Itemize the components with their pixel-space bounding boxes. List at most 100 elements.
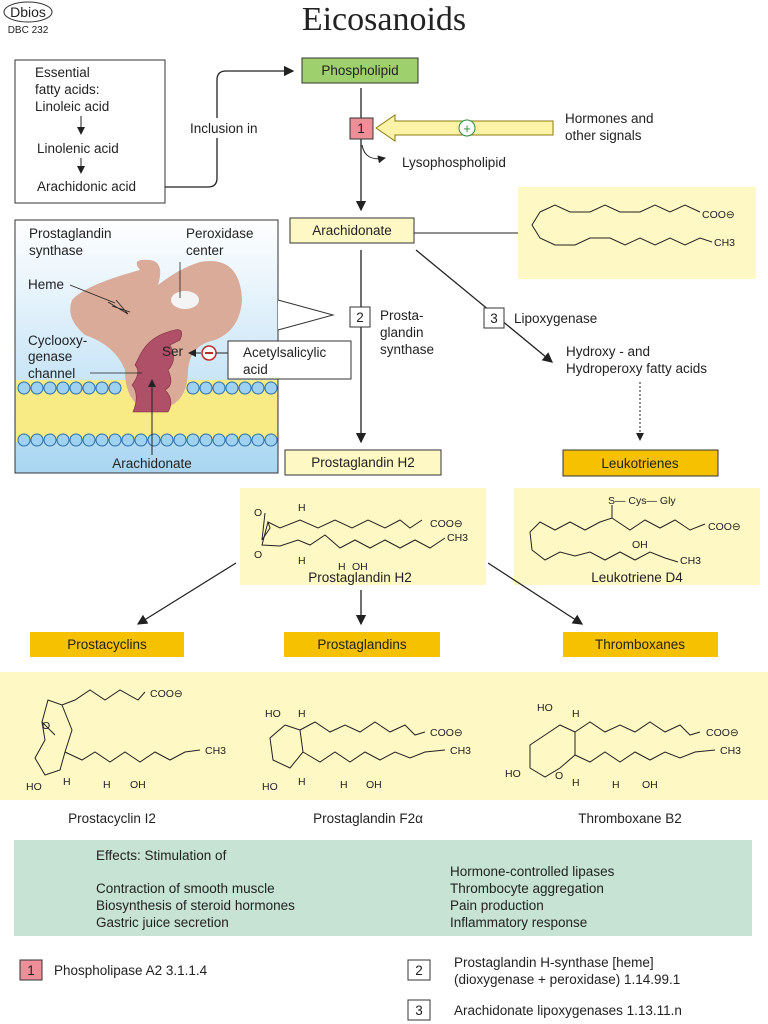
- coo-label: COO⊖: [702, 209, 735, 221]
- pgi2-caption: Prostacyclin I2: [68, 811, 156, 826]
- prostaglandins-label: Prostaglandins: [317, 637, 407, 652]
- pgh2-structure: O O H H H OH COO⊖ CH3 Prostaglandin H2: [240, 488, 486, 585]
- channel-label: Cyclooxy-: [28, 333, 87, 348]
- pgf2a-structure: HO H COO⊖ CH3 HO H H OH Prostaglandin F2…: [262, 708, 471, 826]
- step-2-label: Prosta-: [380, 308, 424, 323]
- step-2-number: 2: [356, 310, 364, 325]
- logo-code: DBC 232: [8, 25, 49, 36]
- lysophospholipid-label: Lysophospholipid: [402, 155, 506, 170]
- oh-label: OH: [632, 539, 648, 551]
- peroxidase-label: Peroxidase: [186, 226, 254, 241]
- inclusion-label: Inclusion in: [190, 121, 258, 136]
- hormones-label: Hormones and: [565, 111, 654, 126]
- thromboxanes-box: [563, 632, 718, 657]
- coo-label: COO⊖: [706, 727, 739, 739]
- channel-label: genase: [28, 349, 72, 364]
- essential-line: fatty acids:: [35, 82, 100, 97]
- ch3-label: CH3: [680, 555, 701, 567]
- o-label: O: [42, 720, 50, 732]
- step-2-label: synthase: [380, 342, 434, 357]
- ho-label: HO: [265, 708, 281, 720]
- ch3-label: CH3: [447, 532, 468, 544]
- aspirin-box: [227, 340, 352, 380]
- h-label: H: [298, 555, 306, 567]
- lyso-arrow: [361, 144, 386, 164]
- enzyme-title: synthase: [29, 243, 83, 258]
- s-cys-gly-label: S— Cys— Gly: [608, 495, 676, 507]
- structures-panel: [0, 672, 768, 800]
- linoleic-acid: Linoleic acid: [35, 99, 109, 114]
- legend-text: Phospholipase A2 3.1.1.4: [54, 963, 208, 978]
- ho-label: HO: [537, 702, 553, 714]
- step-1-badge: [349, 117, 374, 140]
- legend-number: 1: [27, 963, 35, 978]
- ho-label: HO: [505, 768, 521, 780]
- effect-item: Gastric juice secretion: [96, 915, 229, 930]
- pgf2a-caption: Prostaglandin F2α: [313, 811, 423, 826]
- oh-label: OH: [642, 779, 658, 791]
- o-label: O: [254, 507, 262, 519]
- txb2-structure: HO H COO⊖ CH3 HO O H H OH Thromboxane B2: [505, 702, 741, 826]
- txb2-caption: Thromboxane B2: [578, 811, 682, 826]
- h-label: H: [298, 708, 306, 720]
- legend-text: Prostaglandin H-synthase [heme]: [454, 955, 654, 970]
- step-3-arrow: [415, 249, 554, 363]
- ch3-label: CH3: [714, 237, 735, 249]
- effect-item: Biosynthesis of steroid hormones: [96, 898, 295, 913]
- h-label: H: [612, 779, 620, 791]
- arachidonate-structure: COO⊖ CH3: [518, 187, 756, 279]
- effect-item: Inflammatory response: [450, 915, 587, 930]
- logo-name: Dbios: [10, 4, 46, 20]
- arachidonate-box: [289, 217, 415, 244]
- heme-icon: [107, 299, 131, 315]
- step-2-label: glandin: [380, 325, 424, 340]
- enzyme-legend: 1 Phospholipase A2 3.1.1.4 2 Prostagland…: [19, 955, 682, 1021]
- legend-text: Arachidonate lipoxygenases 1.13.11.n: [454, 1003, 682, 1018]
- effects-heading: Effects: Stimulation of: [96, 848, 227, 863]
- coo-label: COO⊖: [430, 727, 463, 739]
- legend-number: 2: [415, 963, 423, 978]
- step-3-badge: [483, 307, 505, 329]
- arachidonic-acid: Arachidonic acid: [37, 179, 136, 194]
- leukotrienes-box: [562, 449, 719, 477]
- h-label: H: [572, 708, 580, 720]
- ch3-label: CH3: [205, 745, 226, 757]
- peroxidase-label: center: [186, 243, 224, 258]
- membrane-arachidonate-label: Arachidonate: [112, 456, 192, 471]
- coo-label: COO⊖: [150, 688, 183, 700]
- step-3-number: 3: [490, 311, 498, 326]
- hydroxy-label: Hydroperoxy fatty acids: [566, 361, 707, 376]
- legend-text: (dioxygenase + peroxidase) 1.14.99.1: [454, 972, 680, 987]
- step-1-number: 1: [357, 121, 365, 136]
- coo-label: COO⊖: [708, 521, 741, 533]
- phospholipid-label: Phospholipid: [321, 63, 398, 78]
- channel-label: channel: [28, 366, 75, 381]
- aspirin-label: Acetylsalicylic: [243, 345, 327, 360]
- phospholipid-box: [301, 57, 419, 84]
- aspirin-label: acid: [243, 362, 268, 377]
- effects-panel: Effects: Stimulation of Contraction of s…: [14, 840, 752, 936]
- coo-label: COO⊖: [430, 518, 463, 530]
- step-2-badge: [349, 306, 371, 328]
- oh-label: OH: [352, 561, 368, 573]
- plus-icon: [458, 119, 476, 137]
- pgi2-structure: COO⊖ O CH3 HO H H OH Prostacyclin I2: [26, 688, 226, 826]
- h-label: H: [63, 776, 71, 788]
- ser-label: Ser: [162, 344, 184, 359]
- h-label: H: [572, 777, 580, 789]
- thromboxanes-label: Thromboxanes: [595, 637, 685, 652]
- essential-line: Essential: [35, 65, 90, 80]
- hydroxy-label: Hydroxy - and: [566, 344, 650, 359]
- arrow-to-prostacyclins: [136, 562, 237, 625]
- o-label: O: [555, 770, 563, 782]
- o-label: O: [254, 549, 262, 561]
- pgh2-box: [284, 449, 442, 476]
- prostaglandins-box: [284, 632, 440, 657]
- ch3-label: CH3: [450, 745, 471, 757]
- ltd4-structure: S— Cys— Gly OH COO⊖ CH3 Leukotriene D4: [514, 488, 760, 585]
- legend-number: 3: [415, 1003, 423, 1018]
- h-label: H: [298, 776, 306, 788]
- logo: Dbios DBC 232: [3, 1, 53, 36]
- heme-label: Heme: [28, 277, 64, 292]
